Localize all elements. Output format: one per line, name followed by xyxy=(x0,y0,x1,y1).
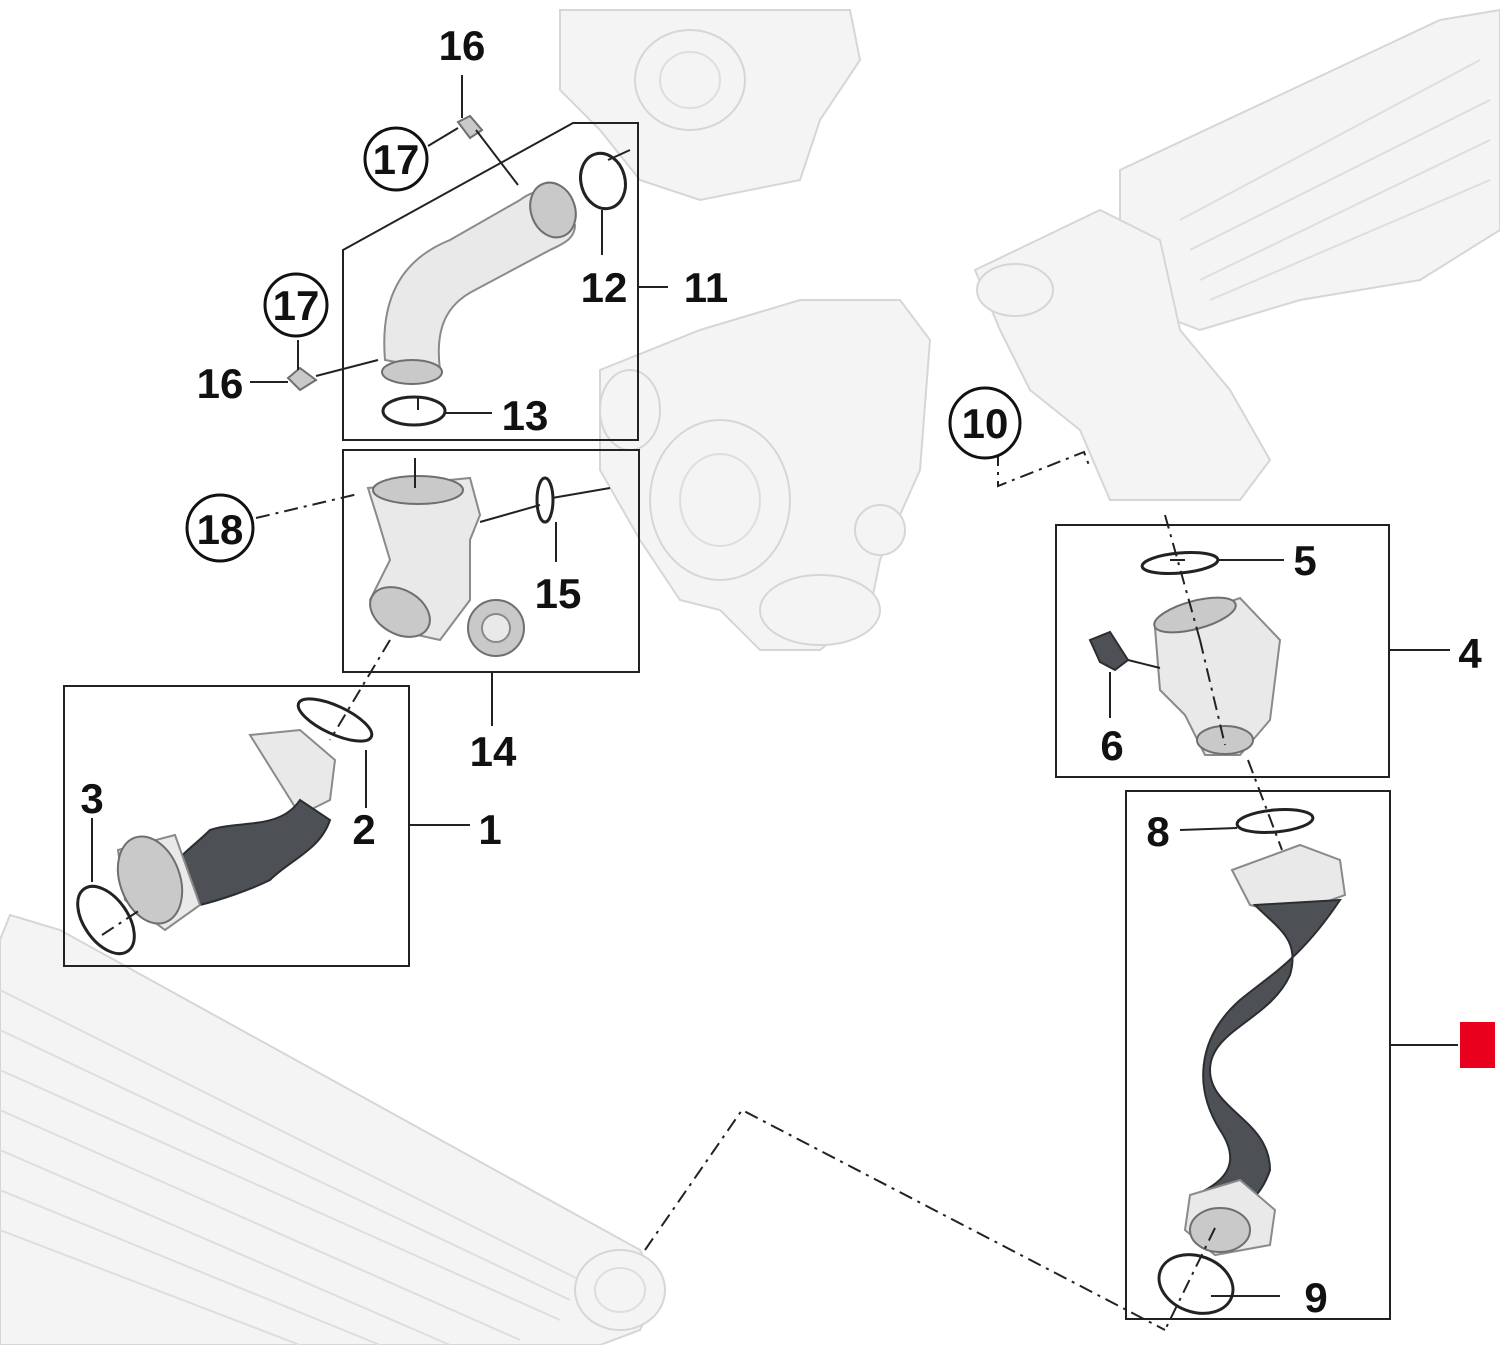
bent-pipe-part-11 xyxy=(381,181,577,385)
callout-circle-18 xyxy=(185,493,255,563)
clip-part-16-left xyxy=(286,366,318,392)
callout-6: 6 xyxy=(1100,722,1123,769)
leader-lines xyxy=(91,75,1458,1297)
o-ring-part-13 xyxy=(381,395,447,427)
callout-15: 15 xyxy=(535,570,582,617)
callout-16-top: 16 xyxy=(439,22,486,69)
red-square-marker-icon xyxy=(1460,1022,1495,1068)
callout-18: 18 xyxy=(197,506,244,553)
connection-lines xyxy=(101,395,1283,1331)
o-ring-part-5 xyxy=(1140,551,1220,575)
corrugated-hose-part-1 xyxy=(116,728,337,932)
o-ring-part-2 xyxy=(296,697,374,743)
o-ring-part-8 xyxy=(1235,808,1315,834)
callout-1: 1 xyxy=(478,806,501,853)
frame-group-11 xyxy=(342,122,639,441)
callout-8: 8 xyxy=(1146,808,1169,855)
callout-4: 4 xyxy=(1458,630,1482,677)
callout-17-left: 17 xyxy=(273,282,320,329)
callout-13: 13 xyxy=(502,392,549,439)
callout-14: 14 xyxy=(470,728,517,775)
sensor-part-6 xyxy=(1088,630,1130,672)
callout-12: 12 xyxy=(581,264,628,311)
housing-part-14 xyxy=(366,475,525,657)
callout-10: 10 xyxy=(962,400,1009,447)
o-ring-part-15 xyxy=(535,476,555,524)
background-engine-components xyxy=(0,8,1500,1345)
callout-2: 2 xyxy=(352,806,375,853)
callout-circle-10 xyxy=(948,386,1022,460)
frame-group-hose xyxy=(1125,790,1391,1320)
callout-3: 3 xyxy=(80,775,103,822)
sensor-housing-part-4 xyxy=(1088,596,1282,756)
callout-circle-17-left xyxy=(263,272,329,338)
callout-5: 5 xyxy=(1293,537,1316,584)
charge-air-hose-highlighted xyxy=(1183,843,1347,1257)
callout-circle-17-top xyxy=(363,126,429,192)
o-ring-part-3 xyxy=(76,884,136,956)
callout-9: 9 xyxy=(1304,1274,1327,1321)
callout-11: 11 xyxy=(684,264,728,311)
o-ring-part-9 xyxy=(1157,1253,1235,1315)
clip-part-16-top xyxy=(456,114,484,140)
callout-17-top: 17 xyxy=(373,136,420,183)
o-ring-part-12 xyxy=(579,151,627,211)
callout-16-left: 16 xyxy=(197,360,244,407)
